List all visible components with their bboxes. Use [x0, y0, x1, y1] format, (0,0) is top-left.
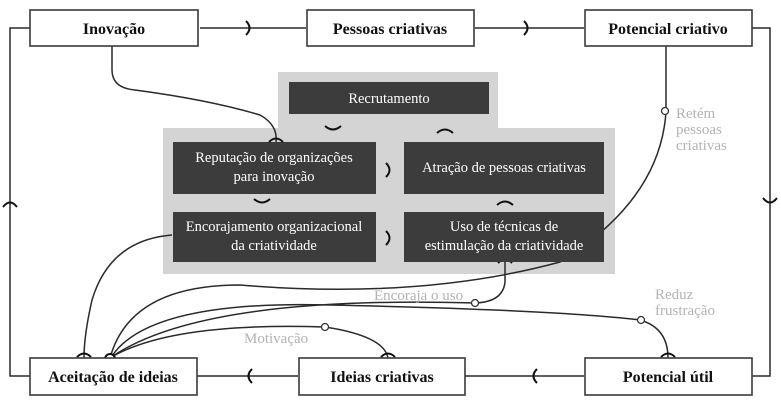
node-recrutamento: Recrutamento — [289, 82, 489, 114]
link-curves — [76, 46, 676, 365]
node-encorajamento: Encorajamento organizacional da criativi… — [173, 212, 376, 262]
node-aceitacao-ideias-label: Aceitação de ideias — [48, 369, 178, 386]
inner-marks — [253, 125, 514, 246]
link-label-retem: Retém pessoas criativas — [676, 106, 727, 154]
node-uso-tecnicas: Uso de técnicas de estimulação da criati… — [404, 212, 604, 262]
node-potencial-util: Potencial útil — [584, 357, 753, 396]
link-label-retem-1: Retém — [676, 106, 715, 122]
node-pessoas-criativas-label: Pessoas criativas — [333, 21, 447, 38]
node-inovacao: Inovação — [29, 9, 199, 47]
node-encorajamento-label-1: Encorajamento organizacional — [186, 219, 362, 235]
node-atracao-label: Atração de pessoas criativas — [422, 160, 586, 176]
node-potencial-criativo: Potencial criativo — [584, 9, 753, 47]
link-label-reduz-2: frustração — [655, 303, 715, 319]
link-label-reduz-1: Reduz — [655, 287, 694, 303]
link-label-retem-3: criativas — [676, 138, 727, 154]
node-reputacao-label-2: para inovação — [234, 169, 315, 185]
node-atracao: Atração de pessoas criativas — [404, 142, 604, 194]
link-label-reduz: Reduz frustração — [655, 287, 715, 319]
node-recrutamento-label: Recrutamento — [348, 91, 429, 107]
flow-marks — [2, 20, 778, 384]
node-reputacao-label-1: Reputação de organizações — [195, 150, 353, 166]
link-label-motivacao: Motivação — [244, 331, 308, 347]
node-inovacao-label: Inovação — [83, 21, 145, 38]
link-label-retem-2: pessoas — [676, 122, 722, 138]
node-aceitacao-ideias: Aceitação de ideias — [29, 357, 198, 396]
node-ideias-criativas-label: Ideias criativas — [330, 369, 434, 386]
node-pessoas-criativas: Pessoas criativas — [306, 9, 475, 47]
node-ideias-criativas: Ideias criativas — [298, 357, 466, 396]
link-label-encoraja: Encoraja o uso — [374, 288, 463, 304]
node-uso-tecnicas-label-2: estimulação da criatividade — [425, 238, 584, 254]
node-uso-tecnicas-label-1: Uso de técnicas de — [450, 219, 558, 235]
node-encorajamento-label-2: da criatividade — [231, 238, 317, 254]
node-reputacao: Reputação de organizações para inovação — [173, 142, 376, 194]
node-potencial-criativo-label: Potencial criativo — [608, 21, 728, 38]
node-potencial-util-label: Potencial útil — [623, 369, 714, 386]
